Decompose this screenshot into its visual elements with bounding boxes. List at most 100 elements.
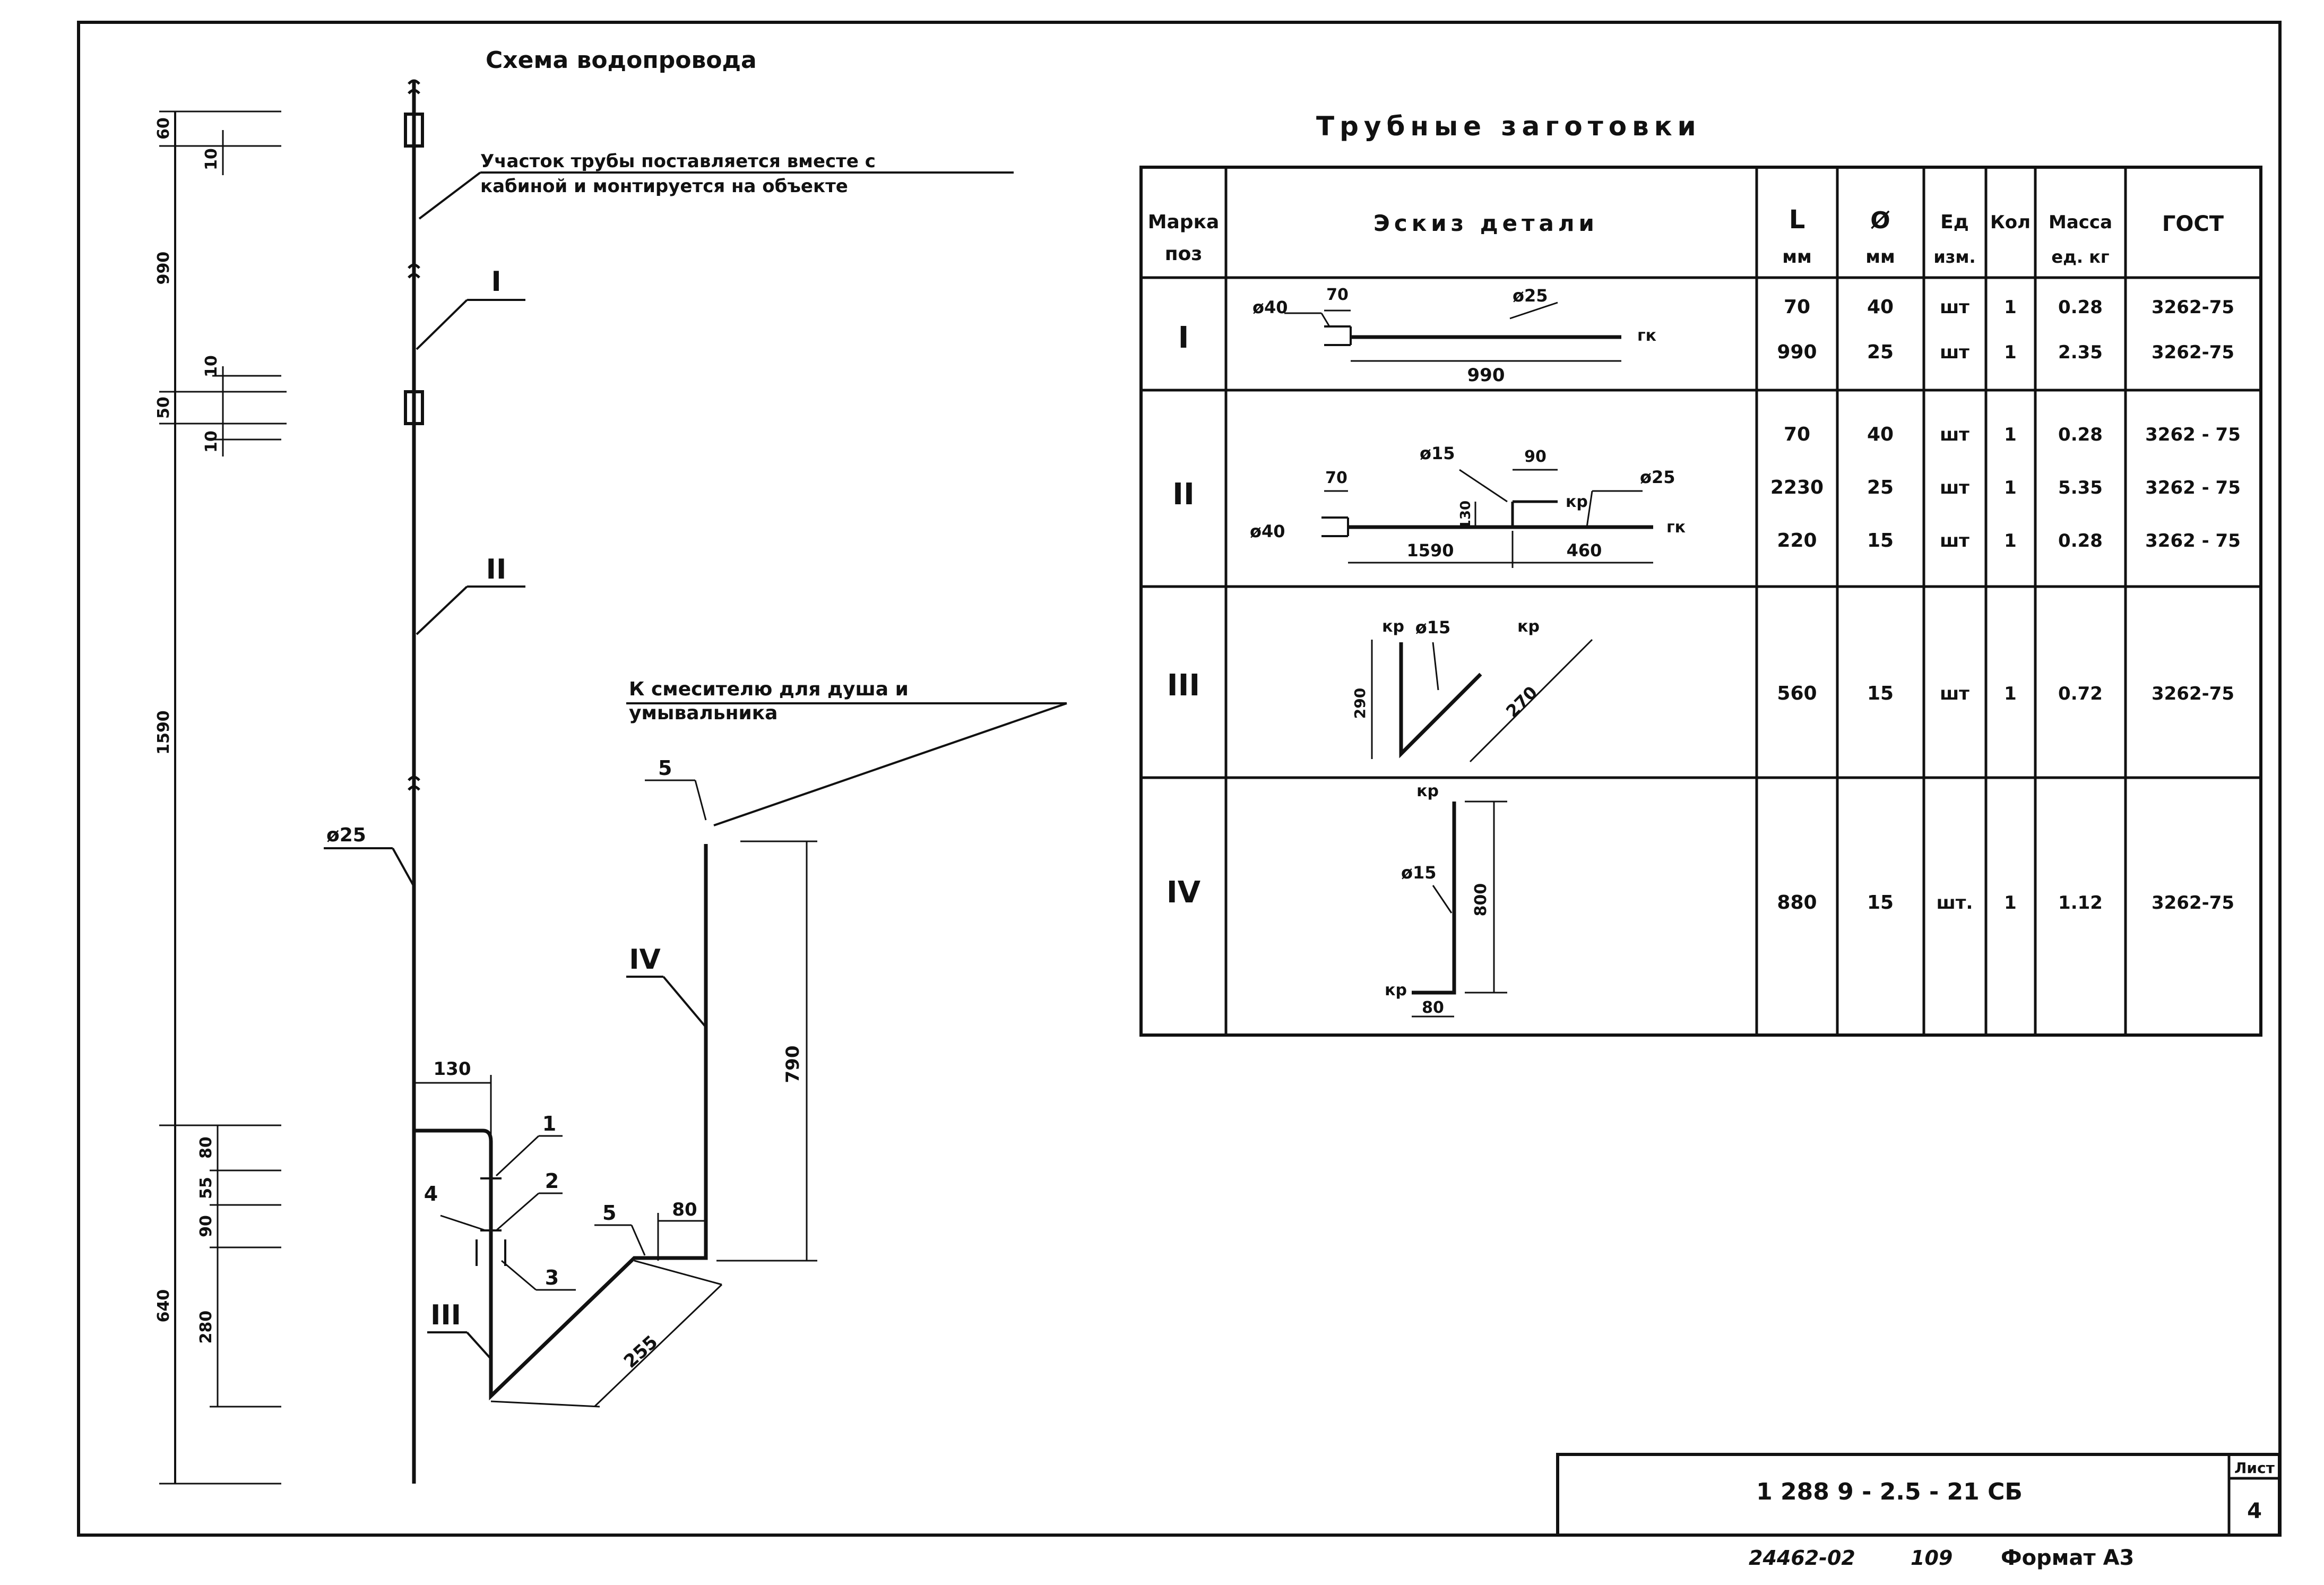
scheme-title: Схема водопровода <box>486 47 757 74</box>
sketch-iii: кр кр ø15 290 270 <box>1351 617 1593 763</box>
cell-length: 220 <box>1777 530 1817 552</box>
dim-50: 50 <box>154 397 173 419</box>
cell-mass: 2.35 <box>2058 342 2103 363</box>
cell-diameter: 25 <box>1867 341 1894 363</box>
header-length-1: L <box>1789 205 1805 235</box>
sketch-iv-pipe <box>1412 802 1456 995</box>
dim-990: 990 <box>154 252 173 285</box>
cell-mass: 0.28 <box>2058 424 2103 445</box>
marker-i-leader <box>416 299 468 350</box>
cell-length: 70 <box>1784 424 1810 445</box>
leader <box>1432 885 1453 914</box>
sketch-ii-d1: ø40 <box>1250 521 1285 541</box>
sketch-iv-kr2: кр <box>1385 981 1407 1000</box>
sheet-number: 4 <box>2247 1499 2262 1523</box>
header-gost: ГОСТ <box>2162 212 2224 236</box>
sketch-iv-kr1: кр <box>1416 782 1439 800</box>
leader <box>1432 642 1439 691</box>
dim-80: 80 <box>197 1136 215 1159</box>
sketch-iii-kr2: кр <box>1517 617 1540 636</box>
sketch-ii-d3: ø25 <box>1640 467 1675 487</box>
cell-gost: 3262-75 <box>2152 342 2234 363</box>
cell-gost: 3262 - 75 <box>2145 477 2241 498</box>
dim-55: 55 <box>197 1177 215 1199</box>
sketch-ii-a: 70 <box>1325 469 1347 487</box>
header-mass-1: Масса <box>2049 212 2112 233</box>
sketch-ii-f: 460 <box>1567 540 1602 561</box>
row-mark-iii: III <box>1167 668 1200 703</box>
header-mark-1: Марка <box>1148 211 1220 233</box>
pos-5b: 5 <box>658 756 672 780</box>
cell-length: 560 <box>1777 683 1817 704</box>
cell-mass: 0.28 <box>2058 297 2103 318</box>
sketch-i-a: 70 <box>1326 286 1349 304</box>
sketch-ii-kr: кр <box>1566 493 1588 511</box>
cell-mass: 0.28 <box>2058 530 2103 552</box>
dim-80-branch: 80 <box>672 1199 697 1220</box>
cell-qty: 1 <box>2004 683 2017 704</box>
sketch-iii-d: ø15 <box>1415 617 1451 638</box>
cell-mass: 5.35 <box>2058 477 2103 498</box>
cell-qty: 1 <box>2004 530 2017 552</box>
dim-255-line <box>593 1283 723 1408</box>
note-mixer-line-2: умывальника <box>629 702 777 724</box>
sketch-i-d2: ø25 <box>1513 286 1548 306</box>
cell-diameter: 15 <box>1867 683 1894 704</box>
sketch-iv-d: ø15 <box>1401 863 1437 883</box>
cell-qty: 1 <box>2004 424 2017 445</box>
leader <box>1586 490 1593 528</box>
table-title: Трубные заготовки <box>1316 111 1701 142</box>
cell-gost: 3262-75 <box>2152 683 2234 704</box>
cell-unit: шт. <box>1937 892 1973 914</box>
pos-4-leader <box>440 1214 486 1231</box>
header-unit-1: Ед <box>1940 211 1969 233</box>
sketch-iii-b: 270 <box>1502 682 1541 721</box>
cell-diameter: 15 <box>1867 530 1894 552</box>
cell-unit: шт <box>1940 297 1969 318</box>
row-mark-ii: II <box>1172 477 1195 512</box>
dim-10c: 10 <box>202 430 221 453</box>
leader <box>1320 313 1331 327</box>
note-mixer-leader <box>713 702 1067 826</box>
cell-length: 2230 <box>1770 477 1824 498</box>
coupling-upper <box>404 113 424 148</box>
row-mark-i: I <box>1178 321 1189 355</box>
note-section-line-2: кабиной и монтируется на объекте <box>480 176 848 197</box>
leader <box>1509 302 1558 320</box>
sketch-ii-e: 1590 <box>1406 540 1454 561</box>
cell-gost: 3262 - 75 <box>2145 424 2241 445</box>
page-number: 109 <box>1911 1546 1952 1570</box>
cell-mass: 1.12 <box>2058 892 2103 914</box>
break-mark <box>408 776 420 791</box>
cell-mass: 0.72 <box>2058 683 2103 704</box>
dim-255: 255 <box>620 1331 662 1372</box>
sketch-i-b: 990 <box>1467 365 1505 386</box>
marker-i: I <box>491 266 501 298</box>
dim-640: 640 <box>154 1289 173 1323</box>
sketch-ii: ø40 ø15 ø25 70 90 130 1590 460 кр гк <box>1250 443 1686 568</box>
pos-3: 3 <box>545 1266 559 1289</box>
row-mark-iv: IV <box>1167 875 1201 910</box>
dim-790: 790 <box>782 1046 804 1083</box>
pos-1: 1 <box>542 1112 556 1135</box>
cell-unit: шт <box>1940 424 1969 445</box>
cell-unit: шт <box>1940 342 1969 363</box>
cell-qty: 1 <box>2004 892 2017 914</box>
cell-unit: шт <box>1940 530 1969 552</box>
cell-length: 70 <box>1784 296 1810 318</box>
sketch-i: ø40 ø25 70 990 гк <box>1252 286 1656 386</box>
leader <box>1459 469 1508 503</box>
format-label: Формат А3 <box>2001 1546 2134 1570</box>
pipe-blanks-table: Трубные заготовки Марка поз Эскиз детали… <box>1139 111 2262 1037</box>
pos-3-leader <box>501 1260 537 1291</box>
note-mixer-line-1: К смесителю для душа и <box>629 678 909 700</box>
sketch-ii-end: гк <box>1666 518 1686 537</box>
sketch-i-d1: ø40 <box>1252 297 1288 317</box>
cell-qty: 1 <box>2004 477 2017 498</box>
cell-diameter: 25 <box>1867 477 1894 498</box>
marker-ii-leader <box>416 585 468 635</box>
pos-5-leader <box>630 1225 646 1256</box>
sheet-label: Лист <box>2234 1459 2275 1477</box>
